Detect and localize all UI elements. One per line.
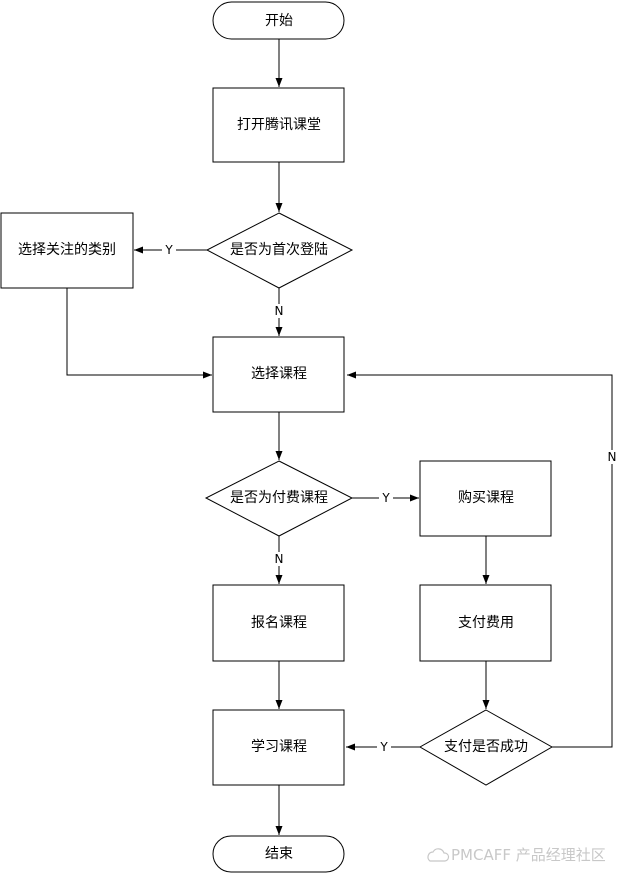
edge-labels: Y N Y N Y N	[164, 243, 616, 754]
paid-course-decision	[204, 460, 354, 537]
start-label: 开始	[265, 13, 293, 29]
open-app-box	[212, 87, 345, 163]
pay-fee-box	[419, 584, 552, 662]
pay-success-yes-label: Y	[379, 740, 388, 754]
register-course-label: 报名课程	[251, 615, 307, 631]
watermark-text: PMCAFF 产品经理社区	[451, 846, 606, 864]
end-terminal	[212, 835, 345, 873]
learn-course-box	[212, 709, 345, 786]
choose-course-label: 选择课程	[251, 366, 307, 382]
edge-category-to-choose	[66, 288, 212, 379]
shapes	[0, 1, 554, 873]
cloud-logo-icon	[427, 848, 450, 862]
paid-yes-label: Y	[381, 491, 390, 505]
choose-category-label: 选择关注的类别	[18, 242, 116, 258]
first-login-yes-label: Y	[164, 243, 173, 257]
buy-course-box	[419, 460, 552, 537]
node-labels: 开始 打开腾讯课堂 是否为首次登陆 选择关注的类别 选择课程 是否为付费课程 购…	[18, 13, 528, 862]
pay-success-no-label: N	[608, 450, 617, 464]
buy-course-label: 购买课程	[458, 490, 514, 506]
first-login-no-label: N	[275, 304, 284, 318]
register-course-box	[212, 584, 345, 662]
choose-category-box	[0, 212, 134, 289]
paid-course-label: 是否为付费课程	[230, 490, 328, 506]
watermark: PMCAFF 产品经理社区	[427, 846, 606, 864]
connectors	[66, 39, 613, 835]
first-login-decision	[205, 212, 354, 289]
end-label: 结束	[265, 846, 293, 862]
pay-fee-label: 支付费用	[458, 615, 514, 631]
start-terminal	[212, 1, 345, 40]
pay-success-label: 支付是否成功	[444, 739, 528, 755]
learn-course-label: 学习课程	[251, 739, 307, 755]
edge-success-no-a	[552, 464, 613, 748]
choose-course-box	[212, 336, 345, 413]
pay-success-decision	[418, 709, 554, 786]
paid-no-label: N	[275, 552, 284, 566]
first-login-label: 是否为首次登陆	[230, 242, 328, 258]
edge-success-no-b	[347, 371, 613, 450]
open-app-label: 打开腾讯课堂	[237, 116, 321, 133]
